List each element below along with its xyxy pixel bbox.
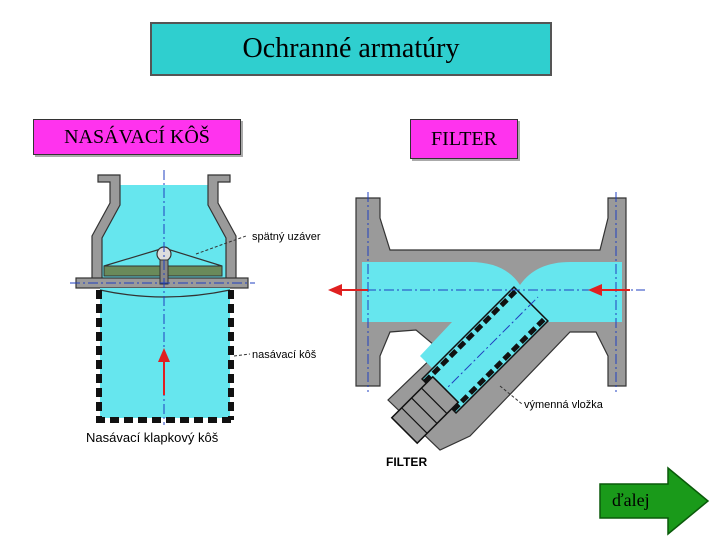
filter-caption: FILTER <box>386 455 427 469</box>
basket-caption: Nasávací klapkový kôš <box>86 430 219 445</box>
basket-annotation: nasávací kôš <box>252 349 317 361</box>
strainer-insert <box>421 286 549 414</box>
suction-basket-label: NASÁVACÍ KÔŠ <box>33 119 241 155</box>
flow-arrow-out <box>328 284 342 296</box>
flow-arrow-in <box>588 284 602 296</box>
valve-annotation: spätný uzáver <box>252 231 321 243</box>
next-arrow-icon <box>599 466 710 536</box>
flow-arrow-up <box>158 348 170 362</box>
insert-annotation: výmenná vložka <box>524 399 604 411</box>
page-title: Ochranné armatúry <box>150 22 552 76</box>
y-filter-diagram <box>328 192 645 451</box>
next-button-label: ďalej <box>612 490 650 510</box>
drain-plug <box>390 375 460 445</box>
filter-label: FILTER <box>410 119 518 159</box>
suction-basket-diagram <box>70 170 255 425</box>
